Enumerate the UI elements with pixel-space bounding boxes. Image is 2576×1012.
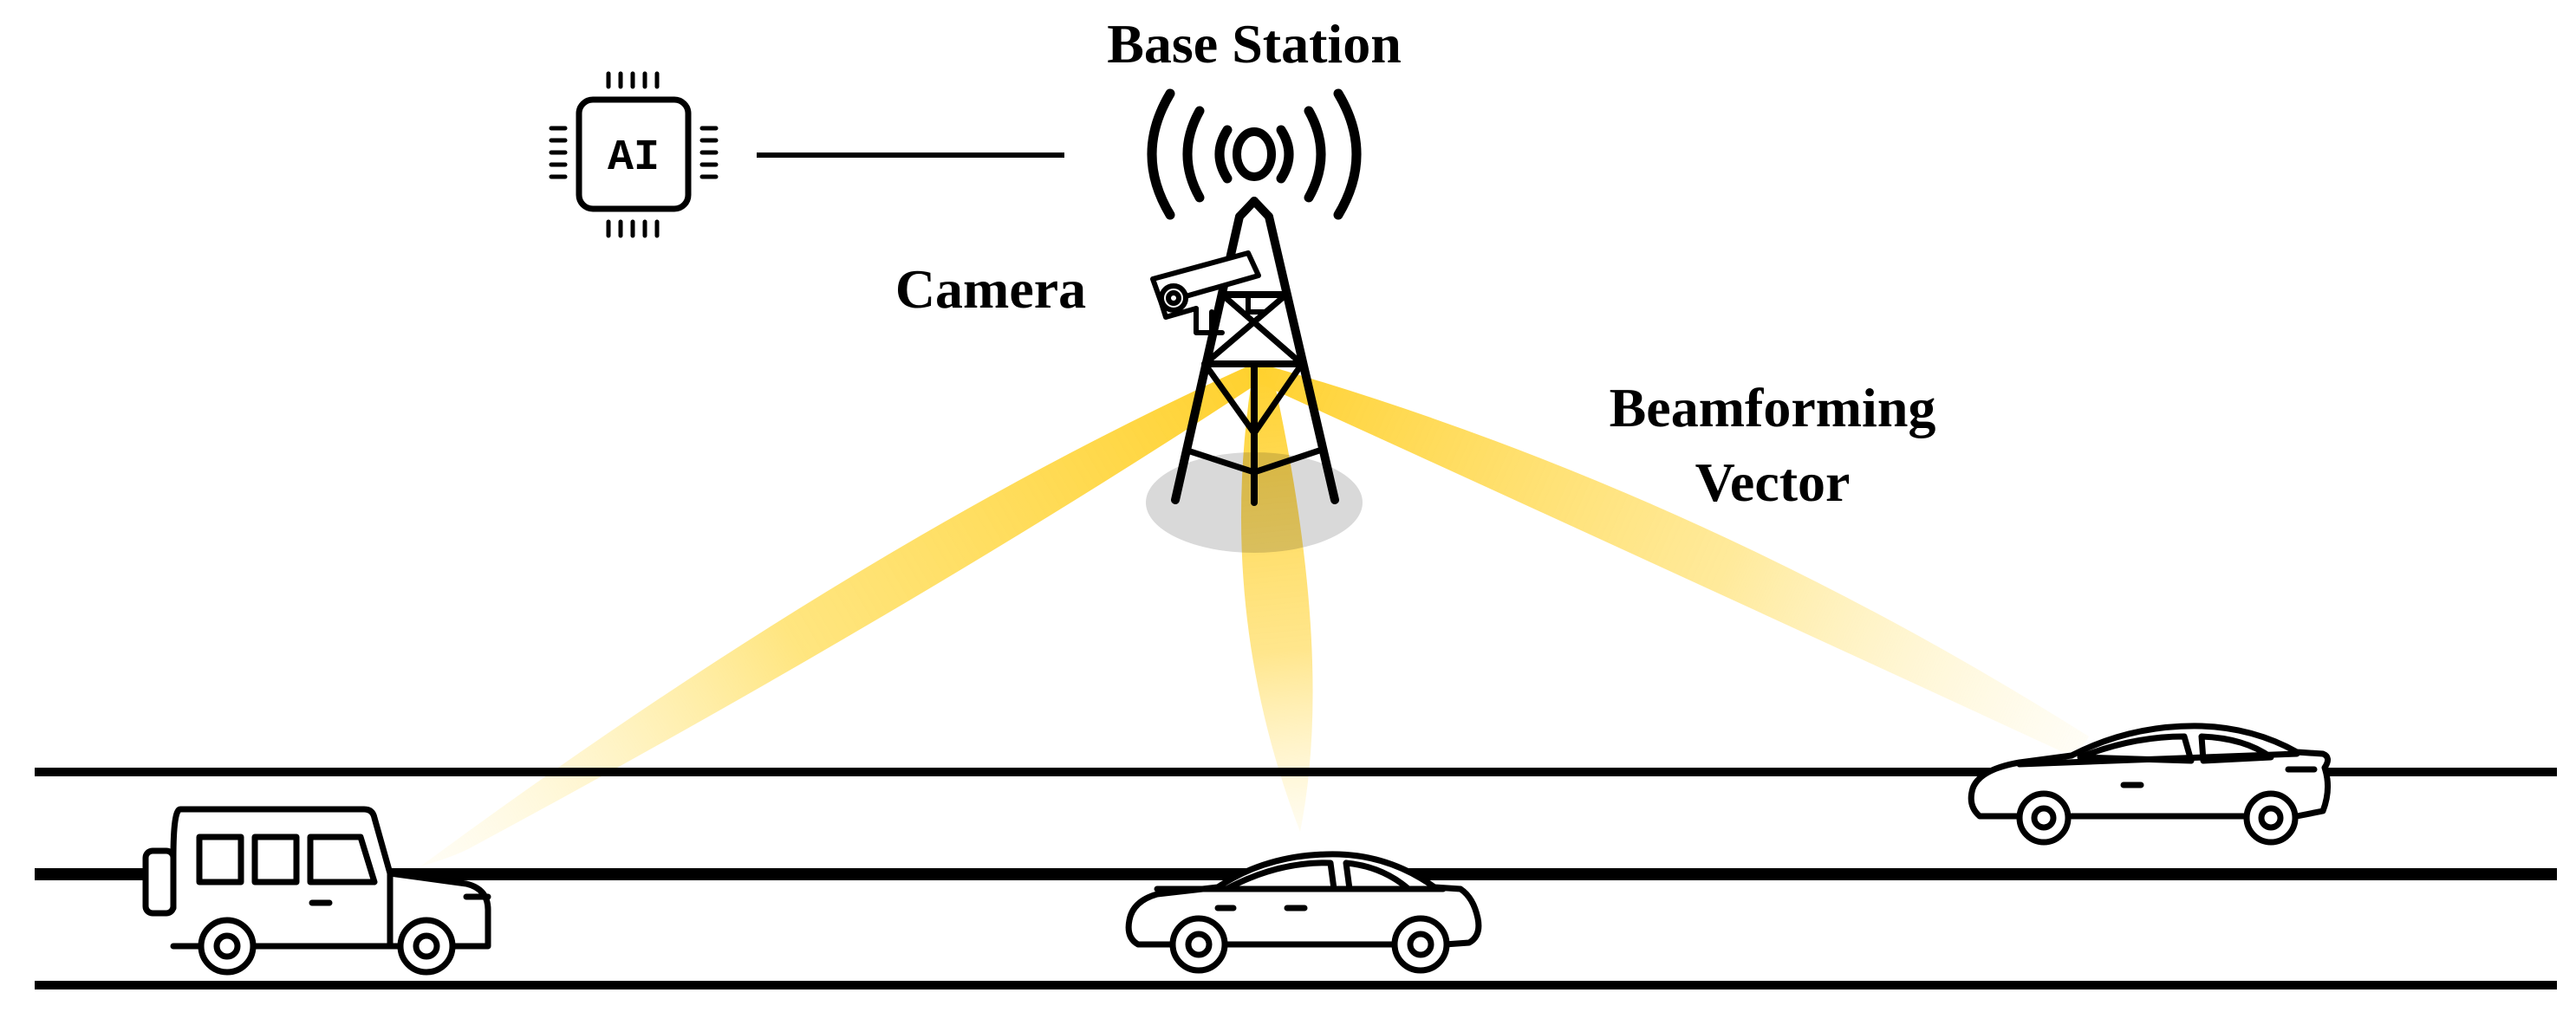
beamforming-label-line2: Vector	[1695, 451, 1851, 513]
beam-to-sports-car	[1255, 362, 2089, 753]
base-station-label: Base Station	[1107, 13, 1402, 75]
beam-to-suv	[420, 362, 1261, 866]
ai-chip-icon: AI	[549, 71, 719, 238]
suv-icon	[142, 806, 491, 976]
sports-car-icon	[1968, 723, 2331, 846]
beamforming-beams	[420, 362, 2089, 866]
ai-chip-label: AI	[608, 133, 660, 183]
sedan-icon	[1125, 851, 1482, 974]
beamforming-label-line1: Beamforming	[1610, 377, 1936, 438]
beam-to-sedan	[1240, 364, 1313, 832]
cctv-camera-icon	[1150, 250, 1268, 335]
signal-waves-icon	[1147, 88, 1362, 220]
camera-label: Camera	[895, 258, 1086, 320]
